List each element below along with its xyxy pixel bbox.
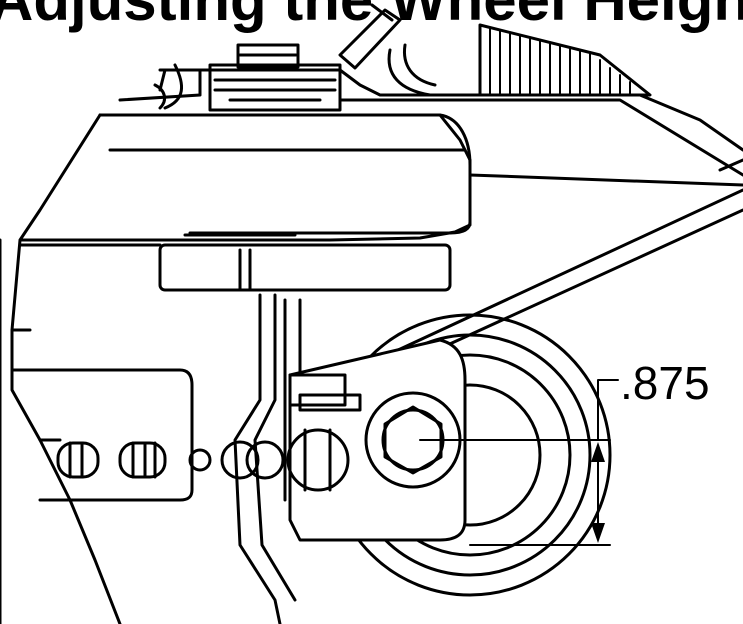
slot-1 [56, 441, 100, 479]
frame-lower-edge [10, 243, 162, 442]
support-plate [233, 293, 297, 624]
top-clamp-lines [213, 78, 337, 102]
small-nut [286, 428, 350, 492]
bracket-block-2 [298, 393, 362, 412]
mid-flange [158, 243, 452, 292]
dimension-arrow-bottom [591, 523, 605, 543]
angled-pin [338, 3, 402, 70]
dimension-arrow-top [591, 442, 605, 462]
small-nut-lines [303, 428, 332, 492]
axle-plate [288, 338, 467, 542]
upper-rail-2 [118, 68, 202, 102]
arm-bar [348, 188, 743, 397]
housing [98, 113, 472, 235]
plate-hole-2 [245, 440, 285, 480]
slot-2 [118, 441, 167, 479]
flange-neck [178, 233, 302, 242]
right-hook [387, 43, 437, 97]
dimension-value: .875 [620, 357, 710, 409]
top-clamp-block [236, 43, 300, 69]
hatched-block [478, 23, 652, 97]
dimension-leader [597, 379, 619, 441]
top-clamp-plate [208, 63, 342, 112]
arm-bar-end [718, 158, 743, 172]
side-bracket [10, 368, 194, 502]
hatch-lines [489, 27, 631, 96]
bracket-block-1 [288, 373, 347, 407]
axle-bolt-hex [383, 405, 443, 475]
flange-divider [238, 248, 252, 292]
left-hook [153, 63, 184, 110]
plate-hole-1 [220, 440, 260, 480]
slot-lines [68, 441, 157, 479]
slot-pin [188, 448, 212, 472]
